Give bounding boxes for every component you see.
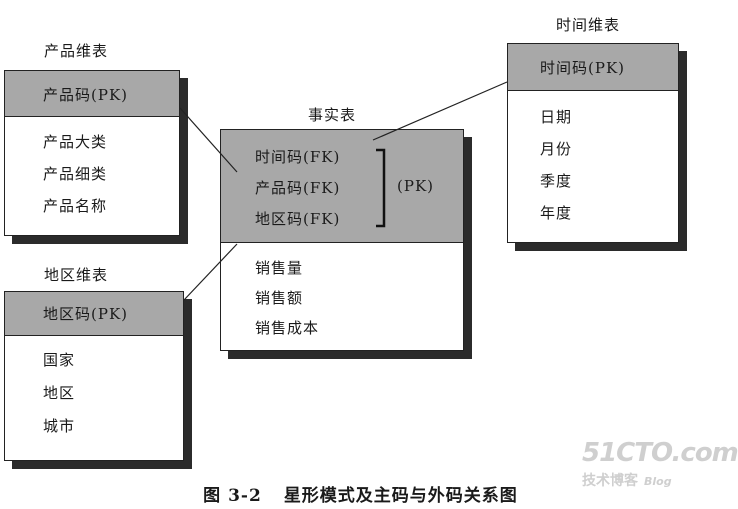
figure-number: 图 3-2 bbox=[203, 486, 262, 506]
time-table-key-row: 时间码(PK) bbox=[508, 44, 678, 91]
product-relationship-line bbox=[179, 107, 238, 173]
time-field: 季度 bbox=[540, 172, 573, 190]
time-relationship-line bbox=[372, 81, 508, 141]
region-field: 城市 bbox=[43, 417, 76, 435]
fact-table-title: 事实表 bbox=[308, 106, 357, 124]
watermark-blog-text: Blog bbox=[644, 475, 672, 488]
product-field: 产品细类 bbox=[43, 165, 108, 183]
relationship-lines bbox=[179, 81, 508, 301]
watermark-logo-text: 51CTO.com bbox=[582, 438, 738, 468]
fact-measure: 销售成本 bbox=[255, 319, 320, 337]
region-key: 地区码(PK) bbox=[43, 305, 129, 323]
fact-measure: 销售额 bbox=[255, 289, 304, 307]
region-field: 国家 bbox=[43, 351, 76, 369]
region-table-title: 地区维表 bbox=[44, 266, 109, 284]
region-table-key-row: 地区码(PK) bbox=[5, 292, 183, 336]
product-field: 产品大类 bbox=[43, 133, 108, 151]
watermark: 51CTO.com 技术博客 Blog bbox=[582, 438, 738, 498]
region-relationship-line bbox=[183, 243, 238, 301]
product-key: 产品码(PK) bbox=[43, 86, 129, 104]
region-field: 地区 bbox=[43, 384, 76, 402]
time-field: 月份 bbox=[540, 140, 573, 158]
figure-caption: 图 3-2 星形模式及主码与外码关系图 bbox=[0, 481, 721, 506]
fact-foreign-key: 地区码(FK) bbox=[255, 210, 341, 228]
fact-table: 时间码(FK) 产品码(FK) 地区码(FK) (PK) 销售量 销售额 销售成… bbox=[220, 129, 464, 351]
fact-composite-key: (PK) bbox=[397, 177, 435, 195]
time-table: 时间码(PK) 日期 月份 季度 年度 bbox=[507, 43, 679, 243]
time-field: 年度 bbox=[540, 204, 573, 222]
fact-foreign-key: 产品码(FK) bbox=[255, 179, 341, 197]
watermark-sub-text: 技术博客 bbox=[582, 473, 638, 489]
product-field: 产品名称 bbox=[43, 197, 108, 215]
fact-measure: 销售量 bbox=[255, 259, 304, 277]
time-table-title: 时间维表 bbox=[556, 16, 621, 34]
product-table-title: 产品维表 bbox=[44, 42, 109, 60]
region-table: 地区码(PK) 国家 地区 城市 bbox=[4, 291, 184, 461]
product-table: 产品码(PK) 产品大类 产品细类 产品名称 bbox=[4, 70, 180, 236]
watermark-subtitle: 技术博客 Blog bbox=[582, 470, 712, 490]
star-schema-diagram: 产品维表 产品码(PK) 产品大类 产品细类 产品名称 地区维表 地区码(PK)… bbox=[0, 16, 738, 506]
product-table-key-row: 产品码(PK) bbox=[5, 71, 179, 117]
fact-foreign-key: 时间码(FK) bbox=[255, 148, 341, 166]
figure-caption-text: 星形模式及主码与外码关系图 bbox=[283, 486, 518, 506]
time-key: 时间码(PK) bbox=[540, 59, 626, 77]
composite-key-bracket bbox=[376, 148, 386, 228]
time-field: 日期 bbox=[540, 108, 573, 126]
fact-table-key-rows: 时间码(FK) 产品码(FK) 地区码(FK) (PK) bbox=[221, 130, 463, 243]
